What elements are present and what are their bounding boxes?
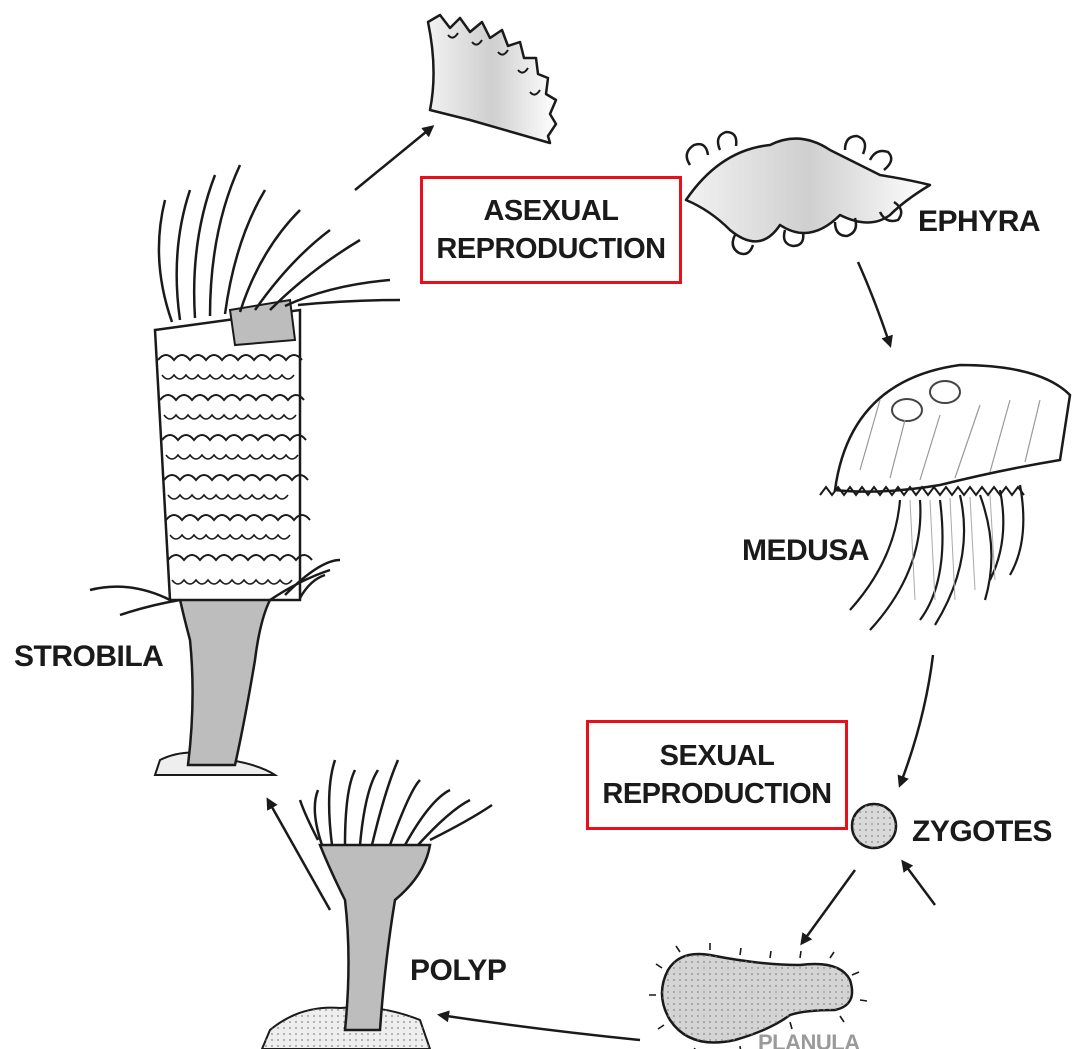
label-strobila: STROBILA bbox=[14, 640, 163, 674]
arrow-ephyra-to-medusa bbox=[858, 262, 890, 345]
label-zygotes: ZYGOTES bbox=[912, 815, 1052, 849]
label-polyp: POLYP bbox=[410, 954, 506, 988]
ephyra-illustration bbox=[686, 132, 930, 254]
zygote-illustration bbox=[852, 804, 896, 848]
arrow-planula-to-polyp bbox=[440, 1015, 640, 1040]
asexual-callout-line1: ASEXUAL bbox=[483, 192, 618, 230]
arrow-zygote-to-planula bbox=[802, 870, 855, 943]
label-medusa: MEDUSA bbox=[742, 534, 869, 568]
young-ephyra-illustration bbox=[428, 15, 556, 143]
asexual-reproduction-callout: ASEXUAL REPRODUCTION bbox=[420, 176, 682, 284]
sexual-callout-line2: REPRODUCTION bbox=[602, 775, 831, 813]
arrow-sperm-to-zygote bbox=[903, 862, 935, 905]
strobila-illustration bbox=[90, 165, 400, 775]
label-ephyra: EPHYRA bbox=[918, 205, 1040, 239]
label-planula-partial: PLANULA bbox=[758, 1032, 860, 1049]
medusa-illustration bbox=[820, 365, 1070, 630]
sexual-callout-line1: SEXUAL bbox=[660, 737, 775, 775]
arrow-polyp-to-strobila bbox=[268, 800, 330, 910]
arrow-medusa-to-zygotes bbox=[900, 655, 933, 785]
asexual-callout-line2: REPRODUCTION bbox=[436, 230, 665, 268]
sexual-reproduction-callout: SEXUAL REPRODUCTION bbox=[586, 720, 848, 830]
polyp-illustration bbox=[262, 760, 492, 1049]
